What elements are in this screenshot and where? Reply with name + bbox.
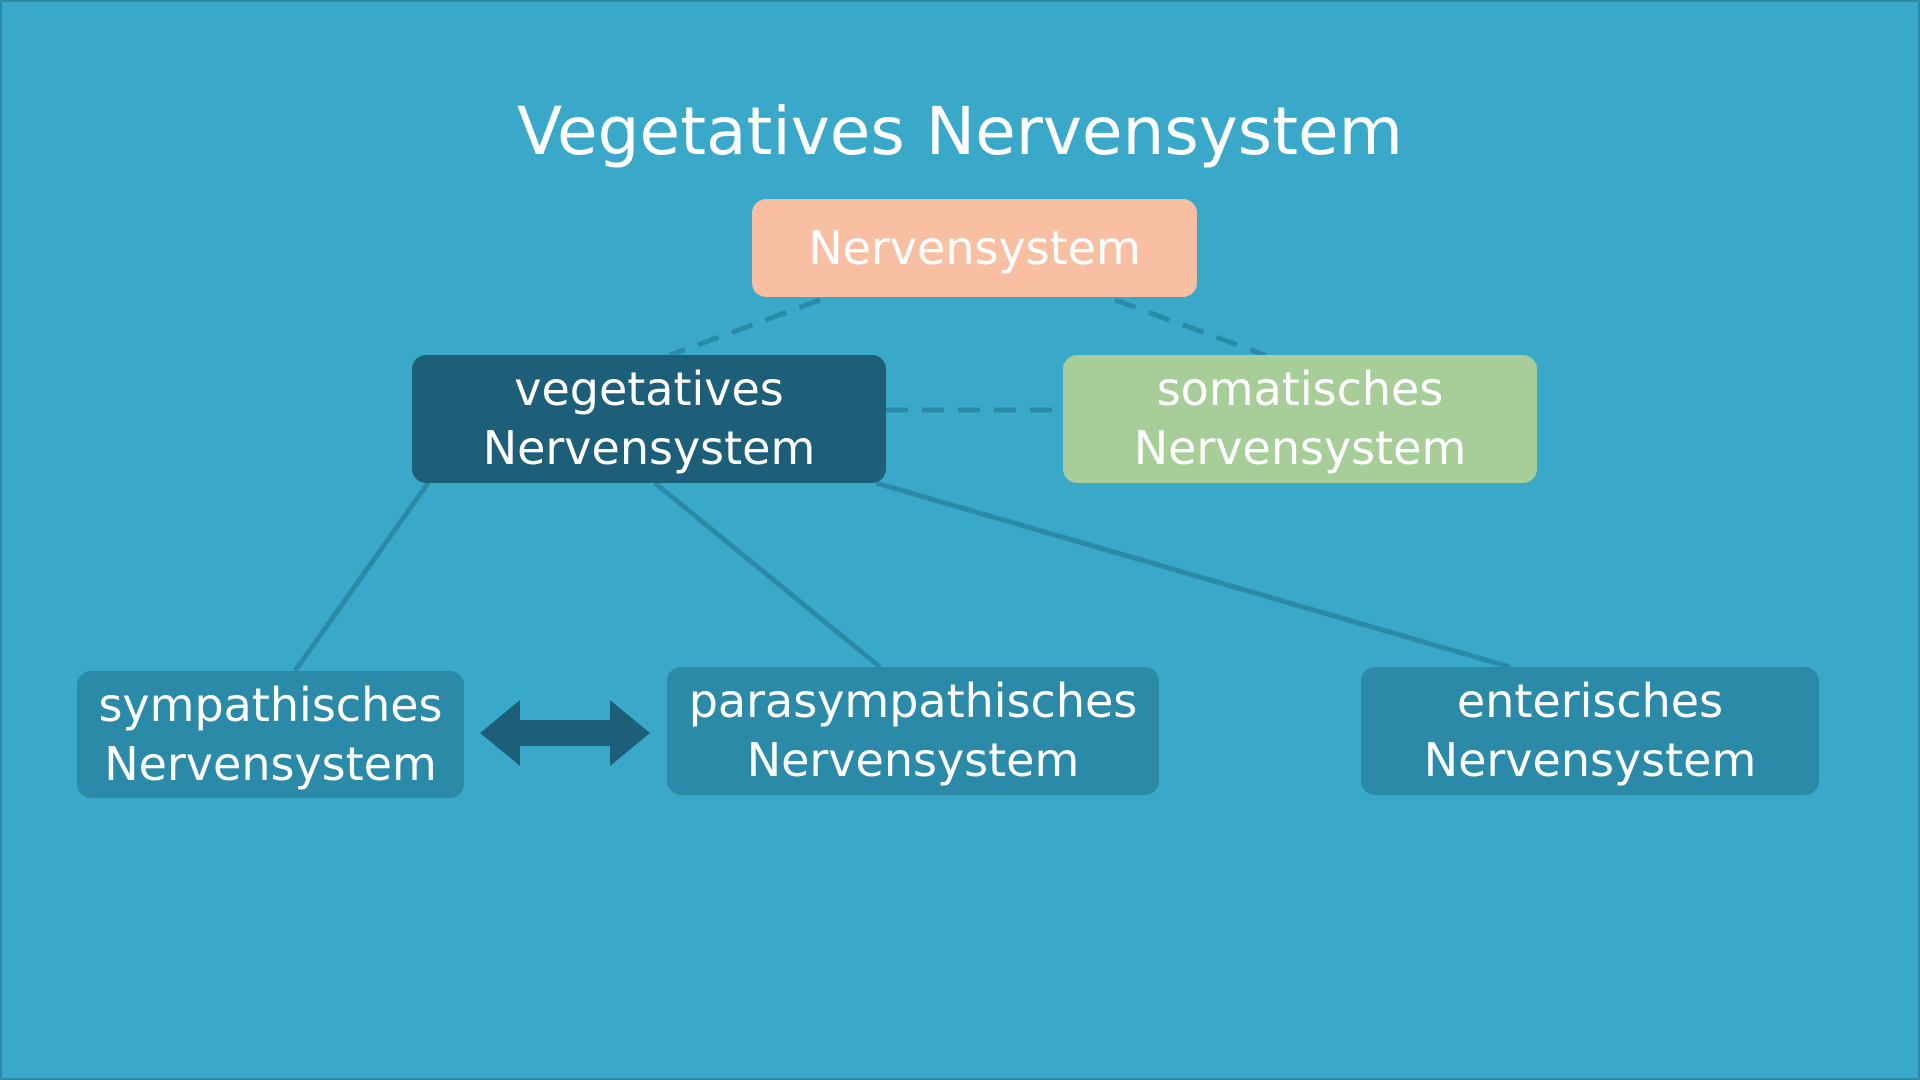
node-parasympathetic-line2: Nervensystem <box>746 733 1080 787</box>
page-title: Vegetatives Nervensystem <box>517 93 1403 170</box>
node-enteric-line2: Nervensystem <box>1423 733 1757 787</box>
dashed-connector-root-vegetative <box>669 297 821 358</box>
double-arrow-icon <box>480 700 650 766</box>
connector-vegetative-parasympathetic <box>653 481 882 669</box>
node-nervensystem-label: Nervensystem <box>808 220 1141 275</box>
dashed-connector-root-somatic <box>1114 297 1266 358</box>
connector-vegetative-enteric <box>875 480 1511 670</box>
node-somatisches-nervensystem: somatisches Nervensystem <box>1063 355 1537 483</box>
node-vegetative-line1: vegetatives <box>514 362 784 416</box>
node-sympathetic-line2: Nervensystem <box>104 736 437 791</box>
node-enteric-line1: enterisches <box>1456 674 1724 728</box>
node-vegetatives-nervensystem: vegetatives Nervensystem <box>412 355 886 483</box>
connector-vegetative-sympathetic <box>292 481 431 673</box>
node-somatic-line2: Nervensystem <box>1133 421 1467 475</box>
node-somatic-line1: somatisches <box>1156 362 1444 416</box>
node-sympathetic-line1: sympathisches <box>98 677 443 732</box>
node-vegetative-line2: Nervensystem <box>482 421 816 475</box>
node-parasympathetic-line1: parasympathisches <box>688 674 1138 728</box>
node-nervensystem: Nervensystem <box>752 199 1197 297</box>
node-enterisches-nervensystem: enterisches Nervensystem <box>1361 667 1819 795</box>
node-sympathisches-nervensystem: sympathisches Nervensystem <box>77 671 464 798</box>
node-parasympathisches-nervensystem: parasympathisches Nervensystem <box>667 667 1159 795</box>
